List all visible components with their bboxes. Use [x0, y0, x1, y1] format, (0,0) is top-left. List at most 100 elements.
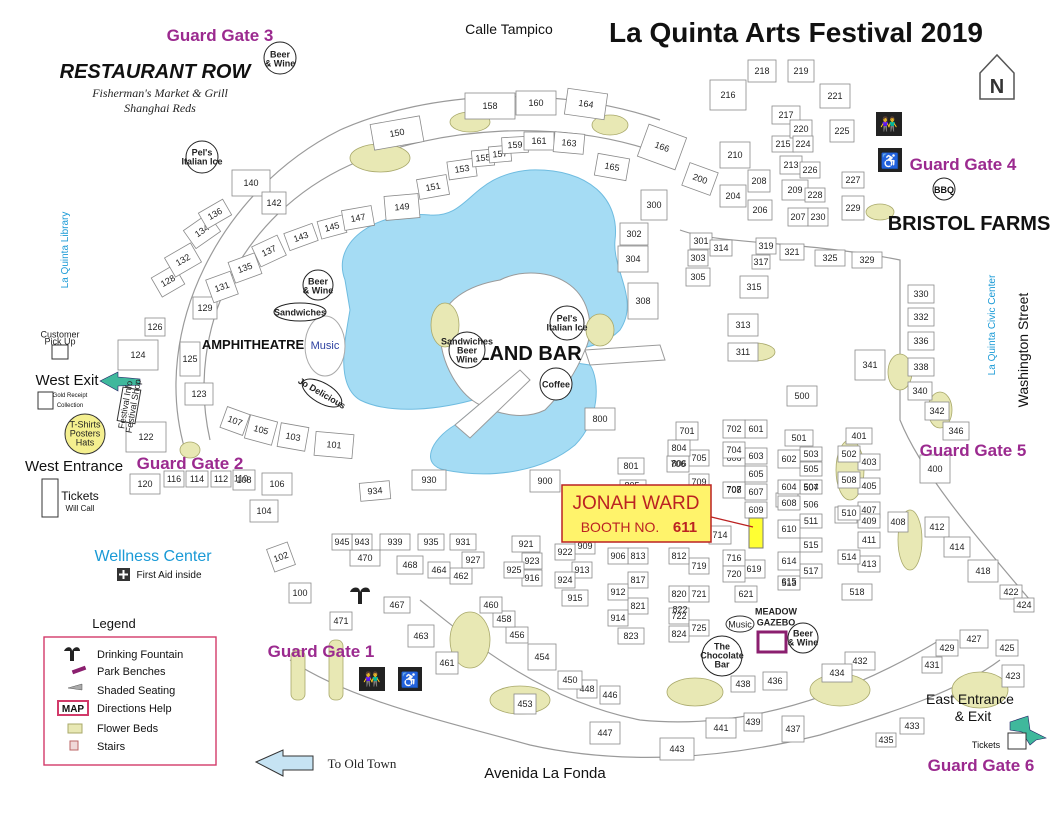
booth-503[interactable]: 503 [799, 446, 823, 462]
booth-cell[interactable] [807, 207, 829, 227]
booth-934[interactable]: 934 [358, 480, 392, 502]
booth-cell[interactable] [771, 105, 801, 125]
booth-446[interactable]: 446 [599, 685, 621, 705]
booth-470[interactable]: 470 [349, 549, 381, 567]
booth-cell[interactable] [799, 461, 823, 477]
booth-cell[interactable] [607, 609, 629, 627]
booth-cell[interactable] [747, 169, 771, 193]
booth-463[interactable]: 463 [407, 624, 435, 648]
booth-cell[interactable] [786, 385, 818, 407]
booth-cell[interactable] [799, 563, 823, 579]
booth-217[interactable]: 217 [771, 105, 801, 125]
booth-429[interactable]: 429 [935, 639, 959, 657]
booth-453[interactable]: 453 [513, 693, 537, 715]
booth-208[interactable]: 208 [747, 169, 771, 193]
booth-409[interactable]: 409 [857, 513, 881, 529]
booth-506[interactable]: 506 [803, 499, 818, 509]
booth-311[interactable]: 311 [727, 342, 759, 362]
booth-505[interactable]: 505 [799, 461, 823, 477]
booth-227[interactable]: 227 [841, 171, 865, 189]
booth-906[interactable]: 906 [607, 547, 629, 565]
booth-515[interactable]: 515 [799, 537, 823, 553]
booth-313[interactable]: 313 [727, 313, 759, 337]
booth-924[interactable]: 924 [554, 571, 576, 589]
booth-cell[interactable] [288, 582, 312, 604]
booth-cell[interactable] [511, 535, 541, 553]
booth-413[interactable]: 413 [857, 555, 881, 573]
booth-132[interactable]: 132 [163, 242, 203, 278]
booth-900[interactable]: 900 [529, 469, 561, 493]
booth-cell[interactable] [841, 583, 873, 601]
booth-cell[interactable] [799, 537, 823, 553]
booth-cell[interactable] [777, 519, 801, 539]
booth-501[interactable]: 501 [784, 429, 814, 447]
booth-cell[interactable] [619, 222, 649, 246]
booth-821[interactable]: 821 [627, 597, 649, 615]
booth-401[interactable]: 401 [845, 427, 873, 445]
booth-cell[interactable] [705, 717, 737, 739]
booth-315[interactable]: 315 [739, 275, 769, 299]
booth-160[interactable]: 160 [515, 90, 557, 116]
booth-471[interactable]: 471 [329, 611, 353, 631]
booth-cell[interactable] [521, 552, 543, 570]
booth-424[interactable]: 424 [1013, 597, 1035, 613]
booth-cell[interactable] [503, 561, 525, 579]
booth-229[interactable]: 229 [841, 195, 865, 221]
booth-cell[interactable] [449, 533, 477, 551]
booth-220[interactable]: 220 [789, 119, 813, 139]
booth-702[interactable]: 702 [722, 419, 746, 439]
booth-163[interactable]: 163 [552, 131, 586, 155]
booth-cell[interactable] [935, 639, 959, 657]
booth-507[interactable]: 507 [803, 482, 818, 492]
booth-610[interactable]: 610 [777, 519, 801, 539]
booth-601[interactable]: 601 [744, 419, 768, 439]
booth-cell[interactable] [875, 732, 897, 748]
booth-cell[interactable] [777, 551, 801, 571]
booth-619[interactable]: 619 [742, 559, 766, 579]
booth-338[interactable]: 338 [907, 357, 935, 377]
booth-cell[interactable] [814, 249, 846, 267]
booth-329[interactable]: 329 [851, 251, 883, 269]
booth-213[interactable]: 213 [779, 155, 803, 175]
booth-cell[interactable] [417, 533, 445, 551]
booth-cell[interactable] [924, 401, 950, 421]
booth-cell[interactable] [668, 547, 690, 565]
booth-135[interactable]: 135 [227, 252, 263, 284]
booth-cell[interactable] [799, 161, 821, 179]
booth-cell[interactable] [383, 596, 411, 614]
booth-931[interactable]: 931 [449, 533, 477, 551]
booth-122[interactable]: 122 [125, 421, 167, 453]
booth-110[interactable]: 110 [234, 473, 248, 483]
booth-443[interactable]: 443 [659, 737, 695, 761]
booth-cell[interactable] [777, 495, 801, 511]
booth-411[interactable]: 411 [857, 531, 881, 549]
booth-302[interactable]: 302 [619, 222, 649, 246]
booth-cell[interactable] [739, 275, 769, 299]
booth-126[interactable]: 126 [144, 317, 166, 337]
booth-cell[interactable] [205, 270, 239, 304]
booth-304[interactable]: 304 [617, 245, 649, 273]
booth-cell[interactable] [243, 414, 279, 446]
booth-915[interactable]: 915 [561, 589, 589, 607]
booth-332[interactable]: 332 [907, 307, 935, 327]
booth-147[interactable]: 147 [341, 205, 375, 231]
booth-cell[interactable] [599, 685, 621, 705]
booth-cell[interactable] [781, 715, 805, 743]
booth-454[interactable]: 454 [527, 643, 557, 671]
booth-cell[interactable] [276, 422, 310, 452]
booth-230[interactable]: 230 [807, 207, 829, 227]
booth-221[interactable]: 221 [819, 83, 851, 109]
booth-cell[interactable] [685, 267, 711, 287]
booth-cell[interactable] [552, 131, 586, 155]
booth-714[interactable]: 714 [708, 525, 732, 545]
booth-cell[interactable] [607, 547, 629, 565]
booth-116[interactable]: 116 [163, 470, 185, 488]
booth-330[interactable]: 330 [907, 284, 935, 304]
booth-cell[interactable] [636, 123, 688, 171]
booth-611-highlight[interactable] [748, 517, 764, 549]
booth-cell[interactable] [924, 516, 950, 538]
booth-301[interactable]: 301 [689, 232, 713, 250]
booth-cell[interactable] [313, 430, 355, 460]
booth-321[interactable]: 321 [779, 243, 805, 261]
booth-462[interactable]: 462 [449, 567, 473, 585]
